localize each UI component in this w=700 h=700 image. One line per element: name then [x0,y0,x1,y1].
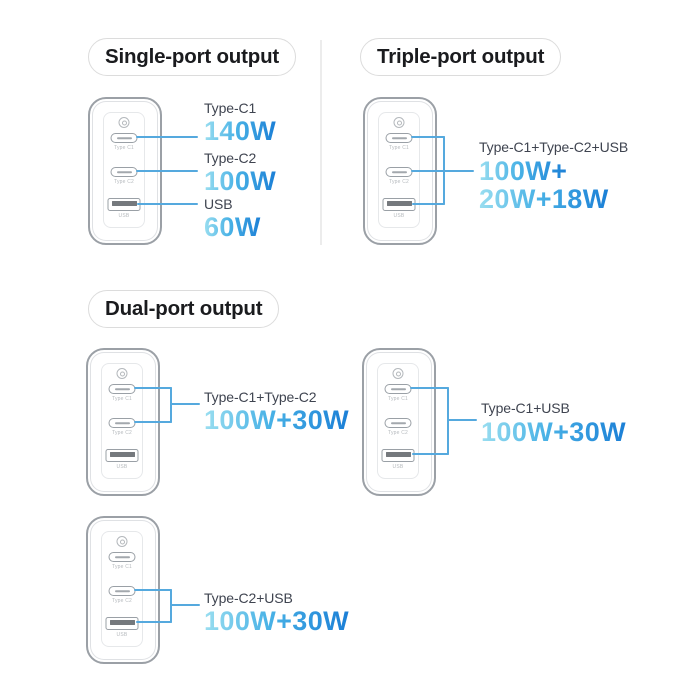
connector-line-triple-usb [412,203,445,205]
type-c1-port-label: Type C1 [387,396,409,402]
triple-watts-line1: 100W+ [479,156,568,186]
brand-logo-icon [392,368,404,379]
section-header-dual-port: Dual-port output [88,290,280,328]
connector-line-dual3-c2 [134,589,172,591]
type-c2-port [385,167,413,177]
single-c1-watts: 140W [204,116,277,146]
connector-bracket-dual3 [170,589,172,623]
single-usb-watts: 60W [204,212,261,242]
type-c1-port [108,552,136,562]
connector-bracket-dual1 [170,387,172,423]
type-c2-port [384,418,412,428]
connector-line-dual2-usb [412,453,449,455]
type-c2-port-label: Type C2 [111,598,133,604]
connector-line-triple-c2 [411,170,474,172]
type-c2-port [108,586,136,596]
connector-line-single-c2 [136,170,198,172]
section-header-triple-port: Triple-port output [360,38,562,76]
connector-bracket-dual2 [447,387,449,455]
type-c1-port [110,133,138,143]
usb-a-port [107,198,141,211]
section-header-single-port: Single-port output [88,38,297,76]
single-usb-label: USB [204,196,233,212]
connector-line-dual1-c1 [134,387,172,389]
charger-dual-c1-usb: Type C1 Type C2 USB [362,348,436,496]
connector-line-dual1-c2 [134,421,172,423]
connector-stub-dual3 [170,604,200,606]
usb-a-port [105,449,139,462]
connector-line-single-usb [137,203,198,205]
type-c2-port [108,418,136,428]
usb-port-label: USB [116,464,128,470]
usb-a-port [381,449,415,462]
type-c1-port [384,384,412,394]
usb-port-label: USB [392,464,404,470]
type-c2-port-label: Type C2 [388,179,410,185]
brand-logo-icon [116,368,128,379]
type-c1-port-label: Type C1 [111,564,133,570]
dual3-watts: 100W+30W [204,606,350,636]
usb-port-label: USB [116,632,128,638]
type-c2-port-label: Type C2 [111,430,133,436]
type-c1-port-label: Type C1 [388,145,410,151]
brand-logo-icon [393,117,405,128]
charger-face: Type C1 Type C2 USB [103,112,145,228]
charger-face: Type C1 Type C2 USB [377,363,419,479]
type-c1-port-label: Type C1 [113,145,135,151]
dual3-combo-label: Type-C2+USB [204,590,293,606]
connector-line-dual3-usb [136,621,172,623]
usb-port-label: USB [118,213,130,219]
triple-combo-label: Type-C1+Type-C2+USB [479,139,629,155]
connector-stub-dual2 [447,419,477,421]
connector-line-dual2-c1 [410,387,449,389]
single-c2-watts: 100W [204,166,277,196]
type-c1-port-label: Type C1 [111,396,133,402]
type-c2-port [110,167,138,177]
section-divider [320,40,322,245]
usb-a-port [105,617,139,630]
type-c1-port [385,133,413,143]
brand-logo-icon [118,117,130,128]
connector-bracket-triple [443,136,445,205]
type-c2-port-label: Type C2 [387,430,409,436]
connector-line-single-c1 [136,136,198,138]
triple-watts-line2: 20W+18W [479,184,609,214]
single-c1-label: Type-C1 [204,100,257,116]
brand-logo-icon [116,536,128,547]
connector-line-triple-c1 [411,136,445,138]
dual1-watts: 100W+30W [204,405,350,435]
type-c1-port [108,384,136,394]
usb-a-port [382,198,416,211]
type-c2-port-label: Type C2 [113,179,135,185]
usb-port-label: USB [393,213,405,219]
dual2-combo-label: Type-C1+USB [481,400,570,416]
single-c2-label: Type-C2 [204,150,257,166]
connector-stub-dual1 [170,403,200,405]
dual1-combo-label: Type-C1+Type-C2 [204,389,317,405]
dual2-watts: 100W+30W [481,417,627,447]
